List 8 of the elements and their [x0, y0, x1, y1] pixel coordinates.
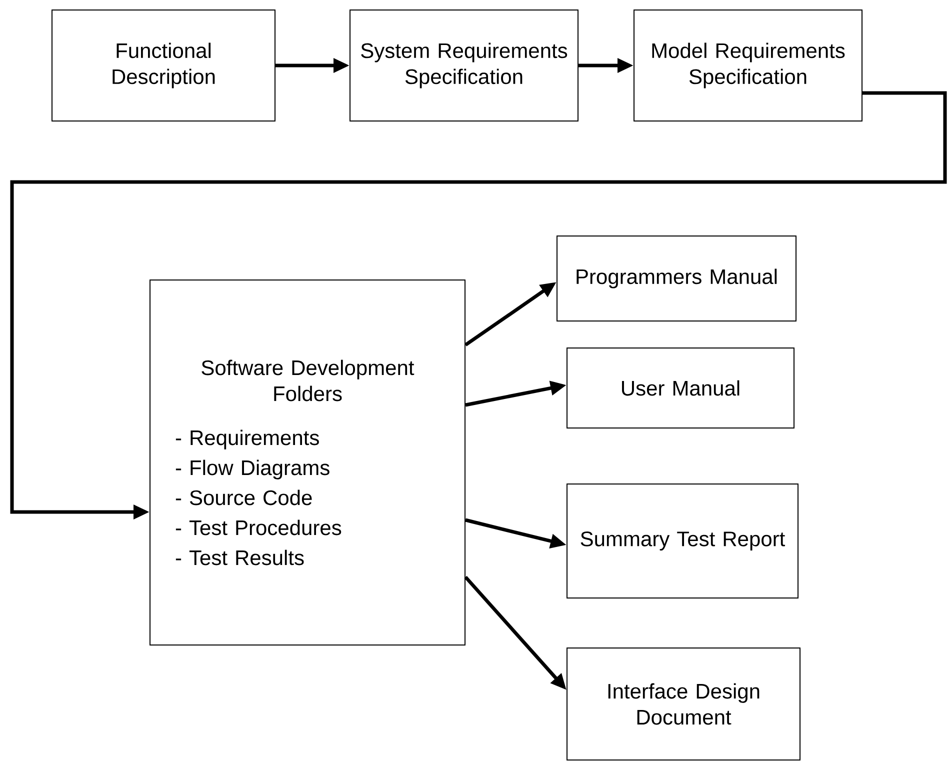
process-box: Interface Design Document: [566, 648, 800, 760]
process-box: System Requirements Specification: [350, 10, 578, 122]
process-box: Model Requirements Specification: [634, 10, 862, 122]
process-box: Summary Test Report: [566, 484, 798, 598]
process-box: Programmers Manual: [556, 236, 796, 322]
process-box: User Manual: [566, 348, 794, 428]
process-box: Functional Description: [52, 10, 276, 122]
process-box: Software Development Folders - Requirements - Flow Diagrams - Source Code - Test Procedures - Test Results: [150, 280, 466, 646]
